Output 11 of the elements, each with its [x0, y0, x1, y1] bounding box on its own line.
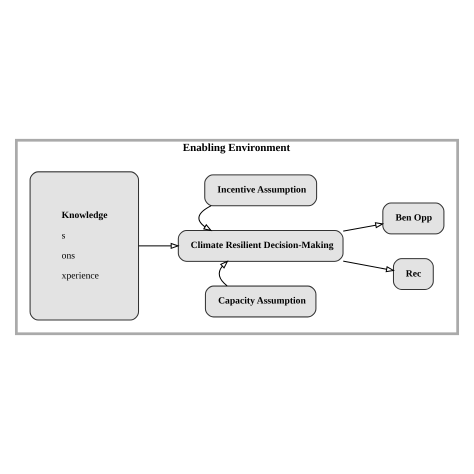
arrow: [138, 242, 180, 250]
arrow: [198, 205, 212, 232]
node-box: Incentive Assumption: [204, 174, 318, 206]
node-box: Ben Opp: [382, 202, 444, 234]
arrow: [343, 222, 384, 232]
arrow: [343, 260, 395, 272]
node-box: Rec: [392, 258, 434, 290]
node-box: Climate Resilient Decision-Making: [178, 230, 344, 262]
node-box: Knowledge s ons xperience: [30, 171, 140, 321]
arrow: [218, 260, 229, 286]
node-box: Capacity Assumption: [204, 286, 316, 318]
